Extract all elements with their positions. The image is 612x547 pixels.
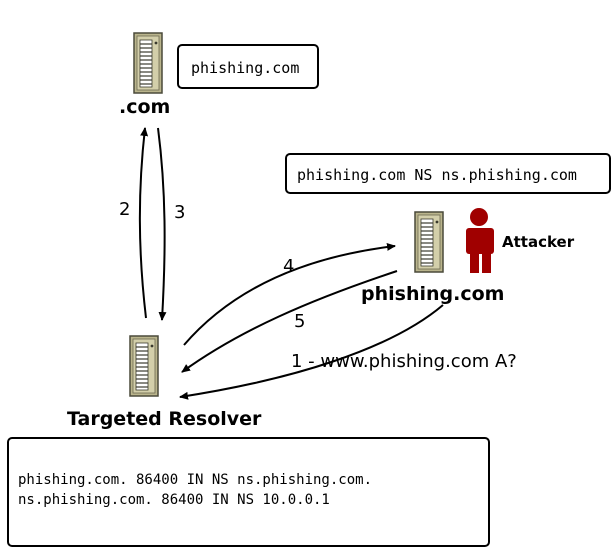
- step-2-label: 2: [119, 199, 131, 220]
- com-server-icon: [133, 32, 163, 94]
- com-answer-box: phishing.com: [177, 44, 319, 89]
- phishing-server-label: phishing.com: [361, 283, 505, 305]
- arrow-step-2: [138, 127, 149, 319]
- resolver-server-icon: [129, 335, 159, 397]
- com-server-label: .com: [119, 96, 171, 118]
- cache-row: phishing.com. 86400 IN NS ns.phishing.co…: [18, 472, 373, 488]
- step-5-label: 5: [294, 311, 306, 332]
- resolver-label: Targeted Resolver: [67, 408, 262, 430]
- step-1-label: 1 - www.phishing.com A?: [291, 351, 517, 372]
- step-3-label: 3: [174, 202, 186, 223]
- attacker-icon: [466, 208, 494, 273]
- arrow-step-3: [157, 127, 167, 321]
- arrow-step-5: [181, 270, 398, 373]
- arrow-step-4: [183, 242, 396, 346]
- ns-record-box: phishing.com NS ns.phishing.com: [285, 153, 611, 194]
- ns-record-text: phishing.com NS ns.phishing.com: [297, 166, 577, 184]
- attacker-label: Attacker: [502, 233, 575, 251]
- com-answer-text: phishing.com: [191, 59, 300, 77]
- arrow-step-1: [179, 304, 444, 400]
- resolver-cache-box: phishing.com. 86400 IN NS ns.phishing.co…: [7, 437, 490, 547]
- phishing-server-icon: [414, 211, 444, 273]
- step-4-label: 4: [283, 256, 295, 277]
- cache-row: ns.phishing.com. 86400 IN NS 10.0.0.1: [18, 492, 330, 508]
